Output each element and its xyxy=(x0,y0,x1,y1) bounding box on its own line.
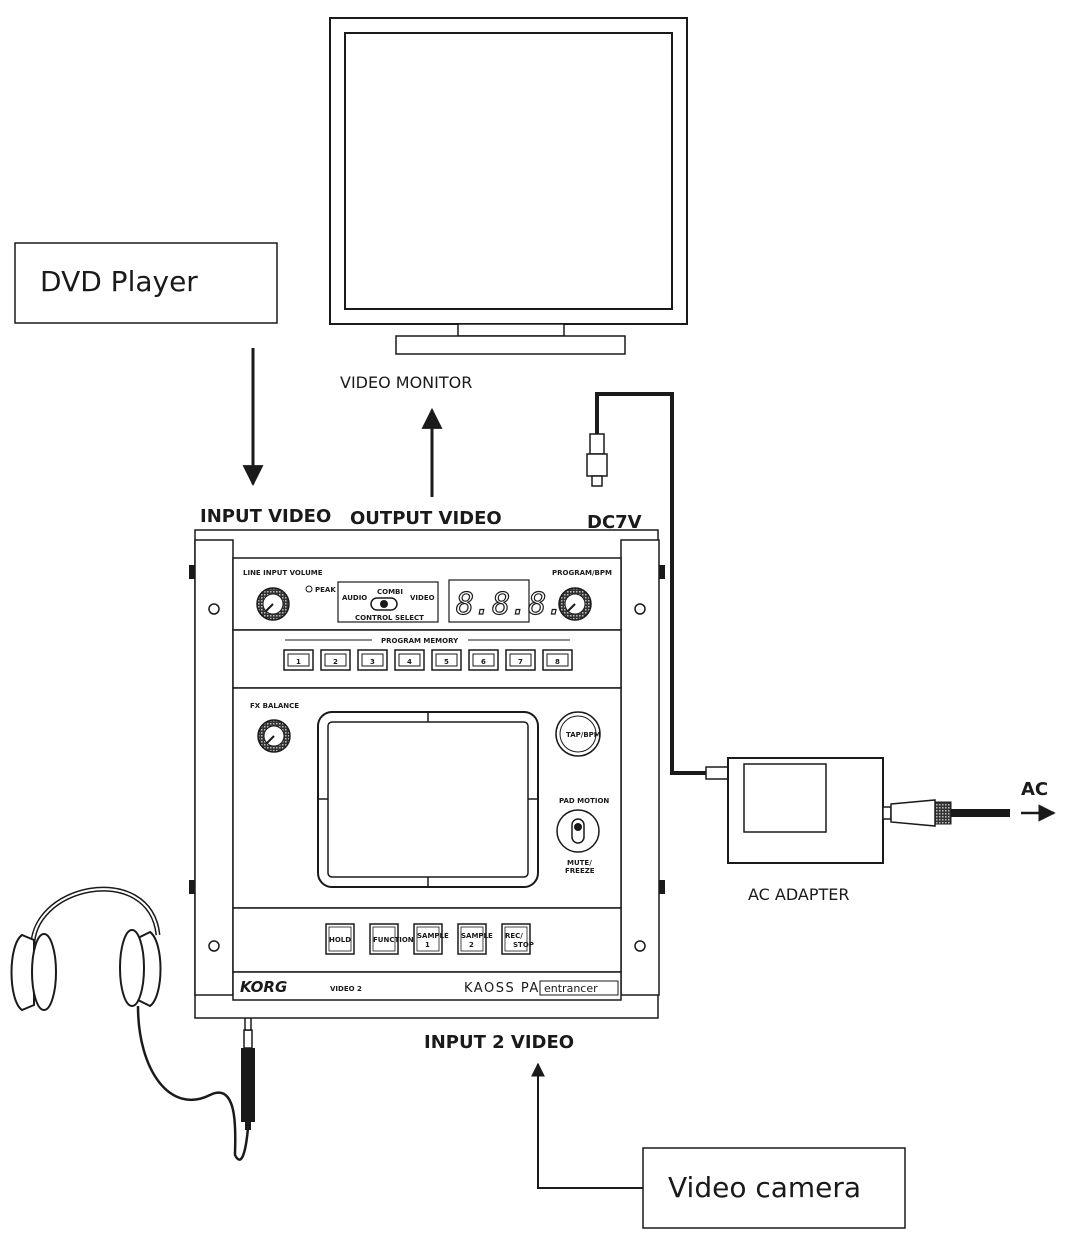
function-button-1[interactable]: FUNCTION xyxy=(369,923,414,955)
tap-bpm-label: TAP/BPM xyxy=(566,731,601,739)
peak-label: PEAK xyxy=(315,586,336,594)
input2-video-label: INPUT 2 VIDEO xyxy=(424,1032,574,1053)
dc7v-label: DC7V xyxy=(587,512,642,533)
pad-motion-switch[interactable] xyxy=(556,809,600,853)
led-digits: 8.8.8. xyxy=(456,587,564,622)
input2-video-arrow xyxy=(531,1062,643,1189)
dc-power-plug xyxy=(586,392,729,780)
program-memory-button-label: 1 xyxy=(296,658,301,666)
model-label: VIDEO 2 xyxy=(330,985,362,993)
function-button-label: FUNCTION xyxy=(373,936,414,944)
function-button-sublabel: STOP xyxy=(513,941,534,949)
pad-motion-label: PAD MOTION xyxy=(559,797,609,805)
function-button-4[interactable]: REC/STOP xyxy=(501,923,534,955)
headphone-plug xyxy=(241,1003,255,1130)
program-memory-button-4[interactable]: 4 xyxy=(394,649,425,671)
touch-pad[interactable] xyxy=(317,711,539,888)
korg-logo: KORG xyxy=(240,978,287,996)
function-button-label: REC/ xyxy=(505,932,523,940)
kaoss-pad-logo: KAOSS PAD xyxy=(464,981,551,996)
headphones xyxy=(10,886,250,1161)
program-memory-button-6[interactable]: 6 xyxy=(468,649,499,671)
program-bpm-knob[interactable] xyxy=(558,587,592,621)
led-display: 8.8.8. xyxy=(448,579,565,623)
control-select-label: CONTROL SELECT xyxy=(355,614,424,622)
output-video-label: OUTPUT VIDEO xyxy=(350,508,502,529)
entrancer-logo: entrancer xyxy=(544,982,598,995)
function-button-label: SAMPLE xyxy=(417,932,449,940)
video-camera-label: Video camera xyxy=(668,1171,861,1204)
program-memory-button-1[interactable]: 1 xyxy=(283,649,314,671)
program-bpm-label: PROGRAM/BPM xyxy=(552,569,612,577)
function-button-label: SAMPLE xyxy=(461,932,493,940)
mute-label: MUTE/ xyxy=(567,859,592,867)
program-memory-buttons: 1 2 3 4 5 6 7 8 xyxy=(283,649,573,671)
function-button-sublabel: 1 xyxy=(425,941,430,949)
program-memory-button-label: 8 xyxy=(555,658,560,666)
video-monitor: VIDEO MONITOR xyxy=(329,17,688,392)
ac-adapter: AC ADAPTER xyxy=(727,757,1010,904)
video-camera-box: Video camera xyxy=(642,1147,906,1229)
program-memory-button-label: 6 xyxy=(481,658,486,666)
program-memory-button-2[interactable]: 2 xyxy=(320,649,351,671)
program-memory-button-8[interactable]: 8 xyxy=(542,649,573,671)
ac-label: AC xyxy=(1021,779,1048,800)
program-memory-button-label: 3 xyxy=(370,658,375,666)
fx-balance-knob[interactable] xyxy=(257,719,291,753)
freeze-label: FREEZE xyxy=(565,867,595,875)
ac-adapter-label: AC ADAPTER xyxy=(748,885,850,904)
program-memory-button-label: 4 xyxy=(407,658,412,666)
program-memory-button-3[interactable]: 3 xyxy=(357,649,388,671)
video-monitor-label: VIDEO MONITOR xyxy=(340,373,472,392)
program-memory-button-5[interactable]: 5 xyxy=(431,649,462,671)
control-select[interactable]: COMBI AUDIO VIDEO CONTROL SELECT xyxy=(337,581,439,623)
fx-balance-label: FX BALANCE xyxy=(250,702,299,710)
line-input-volume-label: LINE INPUT VOLUME xyxy=(243,569,323,577)
dvd-player-label: DVD Player xyxy=(40,265,198,298)
function-button-label: HOLD xyxy=(329,936,351,944)
program-memory-button-label: 7 xyxy=(518,658,523,666)
tap-bpm-button[interactable]: TAP/BPM xyxy=(555,711,601,757)
video-select-label: VIDEO xyxy=(410,594,435,602)
input-video-label: INPUT VIDEO xyxy=(200,506,331,527)
function-button-sublabel: 2 xyxy=(469,941,474,949)
audio-label: AUDIO xyxy=(342,594,367,602)
program-memory-button-label: 5 xyxy=(444,658,449,666)
dvd-player-box: DVD Player xyxy=(14,242,278,324)
program-memory-button-7[interactable]: 7 xyxy=(505,649,536,671)
program-memory-button-label: 2 xyxy=(333,658,338,666)
program-memory-label: PROGRAM MEMORY xyxy=(381,637,459,645)
function-button-0[interactable]: HOLD xyxy=(325,923,355,955)
combi-label: COMBI xyxy=(377,588,403,596)
kaoss-pad-device: LINE INPUT VOLUME PEAK COMBI AUDIO VIDEO… xyxy=(189,529,665,1019)
